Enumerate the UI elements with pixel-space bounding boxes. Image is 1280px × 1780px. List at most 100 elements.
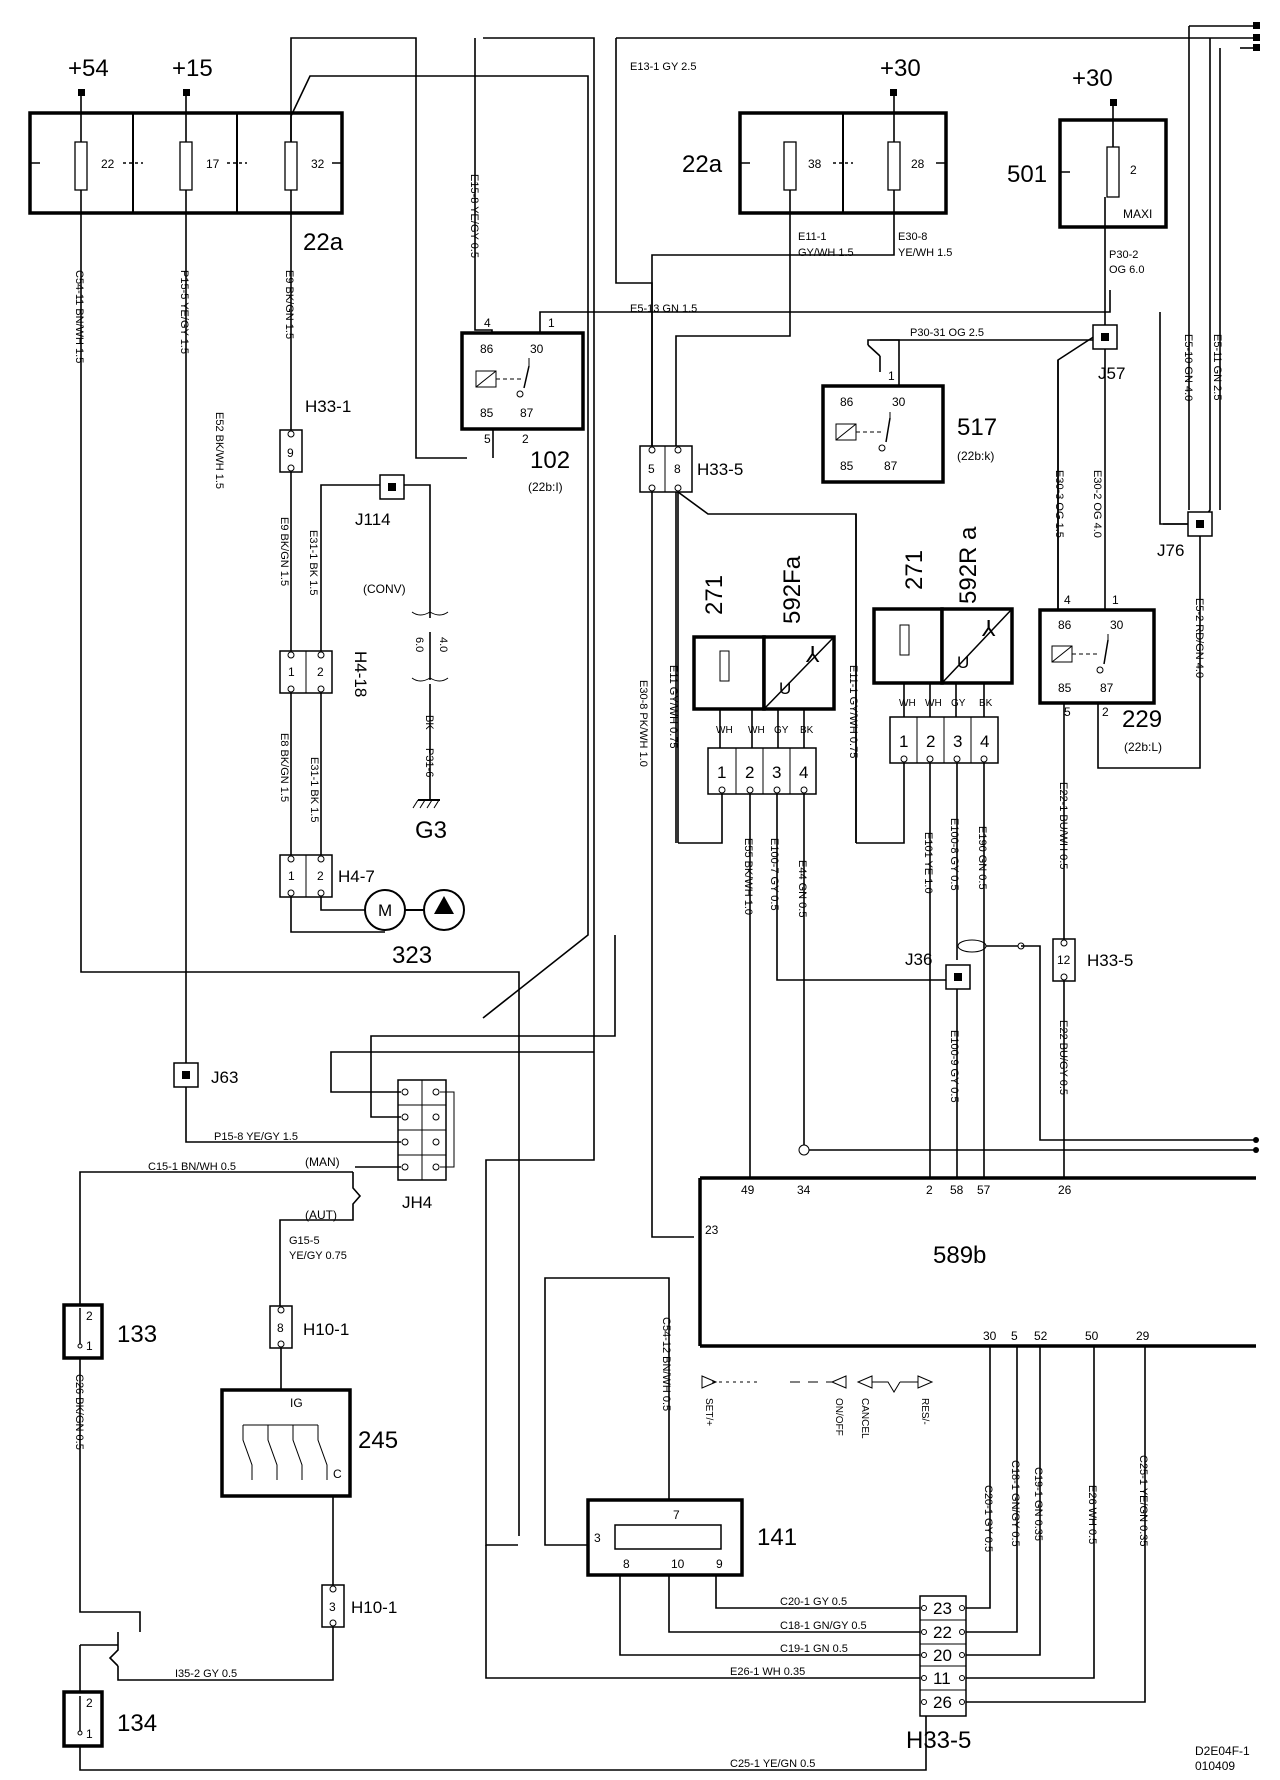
relay-229: 86 30 85 87 4 1 5 2 229 (22b:L) <box>1038 593 1162 754</box>
h10-1-a-label: H10-1 <box>303 1320 349 1339</box>
svg-text:8: 8 <box>674 462 681 476</box>
switch-245-label: 245 <box>358 1427 398 1454</box>
junction-j76: J76 <box>1157 511 1213 560</box>
wire-e5-13: E5-13 GN 1.5 <box>630 303 697 315</box>
connector-h33-5-bottom: 23 22 20 11 26 H33-5 <box>906 1595 971 1754</box>
relay-517-label: 517 <box>957 414 997 441</box>
oxygen-sensor-592ra: U ⅄ 271 592R a <box>872 526 1014 685</box>
connector-jh4: JH4 <box>397 1079 455 1212</box>
svg-text:2: 2 <box>926 1183 933 1197</box>
wire-e5-2: E5-2 RD/GN 4.0 <box>1193 598 1205 678</box>
wire-p30-2-spec: OG 6.0 <box>1109 264 1144 276</box>
svg-text:86: 86 <box>840 395 854 409</box>
connector-h33-5-mid: 12 H33-5 <box>1052 938 1133 982</box>
legend-on-off: ON/OFF <box>833 1398 844 1436</box>
h33-1-pin: 9 <box>287 446 294 460</box>
ignition-switch-245: IG C 245 <box>220 1388 398 1498</box>
wire-e55: E55 BK/WH 1.0 <box>742 838 754 915</box>
svg-text:IG: IG <box>290 1396 303 1410</box>
wire-e11-1-a: E11-1 <box>798 231 827 243</box>
svg-text:34: 34 <box>797 1183 811 1197</box>
svg-text:BK: BK <box>800 725 814 736</box>
wire-c25-1-v: C25-1 YE/GN 0.35 <box>1137 1455 1149 1547</box>
maxi-fuse-number: 2 <box>1130 163 1137 177</box>
doc-code-2: 010409 <box>1195 1759 1235 1773</box>
j63-label: J63 <box>211 1068 238 1087</box>
wire-e44: E44 GN 0.5 <box>796 860 808 917</box>
sensor-front-connector: 1 2 3 4 <box>707 747 817 795</box>
h33-1-label: H33-1 <box>305 397 351 416</box>
wire-c54-11: C54-11 BN/WH 1.5 <box>73 270 85 363</box>
svg-text:86: 86 <box>1058 618 1072 632</box>
component-141: 7 3 8 10 9 141 <box>586 1498 797 1577</box>
fuse-38: 38 <box>808 157 822 171</box>
jh4-aut: (AUT) <box>305 1208 337 1222</box>
wire-c19-1: C19-1 GN 0.5 <box>780 1643 848 1655</box>
junction-j63: J63 <box>173 1062 238 1088</box>
svg-text:⅄: ⅄ <box>982 616 996 641</box>
svg-text:7: 7 <box>673 1508 680 1522</box>
svg-text:BK: BK <box>979 698 993 709</box>
svg-text:U: U <box>779 679 791 698</box>
svg-text:85: 85 <box>840 459 854 473</box>
fuse-28: 28 <box>911 157 925 171</box>
sensor-rear-label: 592R a <box>955 526 982 604</box>
svg-text:⅄: ⅄ <box>806 642 820 667</box>
svg-text:1: 1 <box>717 763 726 782</box>
svg-text:49: 49 <box>741 1183 755 1197</box>
wire-e26-v: E26 WH 0.5 <box>1086 1485 1098 1544</box>
wire-c18-1-v: C18-1 GN/GY 0.5 <box>1009 1460 1021 1547</box>
wire-e30-3: E30-3 OG 1.5 <box>1053 470 1065 538</box>
h33-5-mid-label: H33-5 <box>1087 951 1133 970</box>
wire-e5-10: E5-10 GN 4.0 <box>1182 334 1194 401</box>
sensor-rear-heater: 271 <box>901 550 928 590</box>
svg-text:3: 3 <box>772 763 781 782</box>
svg-text:58: 58 <box>950 1183 964 1197</box>
svg-text:30: 30 <box>892 395 906 409</box>
svg-text:3: 3 <box>953 732 962 751</box>
h4-18-pin2: 2 <box>317 665 324 679</box>
svg-text:87: 87 <box>884 459 898 473</box>
relay-102-label: 102 <box>530 447 570 474</box>
connector-h4-7: 1 2 H4-7 <box>279 854 375 898</box>
wire-e100-8: E100-8 GY 0.5 <box>948 818 960 891</box>
wire-c25-1: C25-1 YE/GN 0.5 <box>730 1758 815 1770</box>
junction-j114: J114 <box>355 474 405 529</box>
maxi-fuse-tag: MAXI <box>1123 207 1152 221</box>
svg-text:3: 3 <box>329 1600 336 1614</box>
ground-wire: P31-6 <box>423 748 435 777</box>
svg-text:30: 30 <box>530 342 544 356</box>
relay-517-ref: (22b:k) <box>957 449 994 463</box>
wire-e30-8-b: E30-8 PK/WH 1.0 <box>637 680 649 767</box>
svg-text:5: 5 <box>484 432 491 446</box>
svg-text:2: 2 <box>745 763 754 782</box>
wire-p15-5: P15-5 YE/GY 1.5 <box>178 270 190 354</box>
junction-j36: J36 <box>905 950 971 990</box>
svg-text:1: 1 <box>888 369 895 383</box>
component-133: 2 1 133 <box>62 1303 157 1360</box>
connector-h10-1-b: 3 H10-1 <box>321 1584 397 1628</box>
wire-e11: E11 GY/WH 0.75 <box>667 665 679 749</box>
svg-text:4: 4 <box>980 732 989 751</box>
svg-text:50: 50 <box>1085 1329 1099 1343</box>
pump-label: 323 <box>392 942 432 969</box>
relay-229-ref: (22b:L) <box>1124 740 1162 754</box>
svg-text:23: 23 <box>933 1599 952 1618</box>
c141-label: 141 <box>757 1524 797 1551</box>
svg-text:23: 23 <box>705 1223 719 1237</box>
svg-text:4: 4 <box>1064 593 1071 607</box>
wire-c19-1-v: C19-1 GN 0.35 <box>1032 1467 1044 1541</box>
wire-e100-9: E100-9 GY 0.5 <box>948 1030 960 1103</box>
wire-c26: C26 BK/GN 0.5 <box>73 1374 85 1450</box>
cruise-legend: SET/+ ON/OFF CANCEL RES/- <box>701 1375 934 1439</box>
wire-e52: E52 BK/WH 1.5 <box>213 412 225 489</box>
j76-label: J76 <box>1157 541 1184 560</box>
fuse-32: 32 <box>311 157 325 171</box>
fuse-17: 17 <box>206 157 220 171</box>
svg-text:57: 57 <box>977 1183 991 1197</box>
wire-i35-2: I35-2 GY 0.5 <box>175 1668 237 1680</box>
h4-7-pin1: 1 <box>288 869 295 883</box>
relay-102: 86 30 85 87 4 1 5 2 102 (22b:I) <box>460 316 585 494</box>
svg-text:85: 85 <box>480 406 494 420</box>
svg-text:30: 30 <box>1110 618 1124 632</box>
